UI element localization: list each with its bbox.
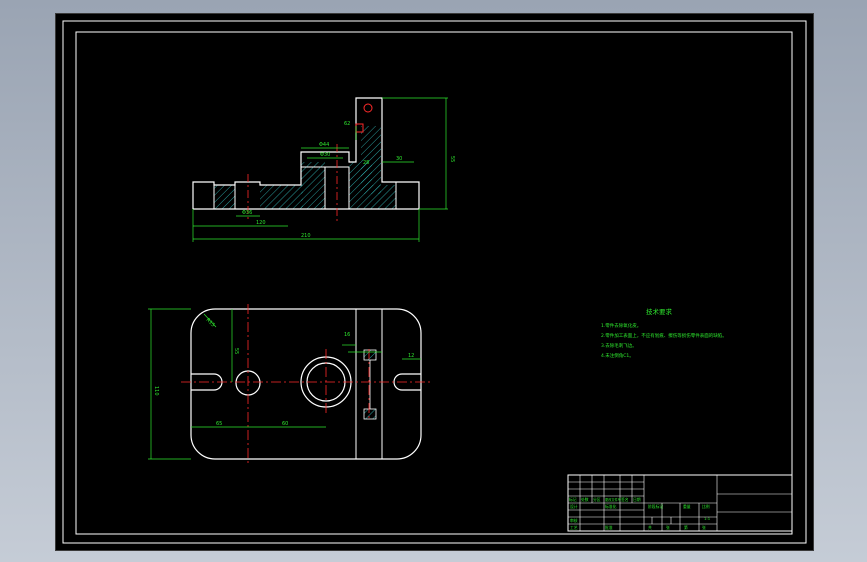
upright-hatch-bottom [363, 408, 377, 420]
dim-plan-width: 110 [153, 386, 159, 396]
tech-req-item-2: 2.零件加工表面上，不应有划痕、擦伤等损伤零件表面的缺陷。 [601, 332, 727, 339]
tb-approve: 批准 [605, 525, 613, 530]
title-block: 标记 处数 分区 更改文件号 签名 日期 设计 标准化 审核 工艺 批准 阶段标… [567, 474, 793, 532]
dim-bore-inner: Φ30 [320, 152, 330, 158]
dim-slot: 62 [344, 121, 350, 127]
pin-hole [363, 103, 373, 113]
tb-mark: 标记 [569, 497, 577, 502]
tb-zone: 分区 [593, 497, 601, 502]
technical-requirements: 技术要求 1.零件去除氧化皮。 2.零件加工表面上，不应有划痕、擦伤等损伤零件表… [601, 307, 727, 359]
section-dimensions [192, 97, 448, 242]
tb-design: 设计 [570, 504, 578, 509]
tb-scale: 比例 [702, 504, 710, 509]
tb-page-1: 张 [666, 525, 670, 530]
tb-scale-value: 1:1 [704, 516, 711, 521]
outer-border [62, 20, 807, 544]
tech-req-item-4: 4.未注倒角C1。 [601, 352, 634, 359]
inner-border [75, 31, 793, 535]
dim-plan-half-width: 55 [233, 348, 239, 354]
dim-plan-left-offset: 65 [216, 421, 222, 427]
tb-date: 日期 [633, 497, 641, 502]
section-outline [192, 97, 420, 210]
dim-small: 28 [363, 160, 369, 166]
tech-req-item-3: 3.去除毛刺飞边。 [601, 342, 637, 349]
dim-plan-radius: R15 [205, 317, 216, 328]
tb-count: 处数 [581, 497, 589, 502]
dim-plan-wall: 16 [344, 332, 350, 338]
cad-viewport[interactable]: 55 210 120 Φ36 Φ44 Φ30 28 30 62 [55, 13, 814, 551]
tech-req-item-1: 1.零件去除氧化皮。 [601, 322, 641, 329]
tb-weight: 重量 [683, 504, 691, 509]
tb-process: 工艺 [570, 525, 578, 530]
dim-bore-outer: Φ44 [319, 142, 329, 148]
plan-outline [190, 308, 422, 460]
dim-length-mid: 120 [256, 220, 266, 226]
plan-dimensions [148, 308, 421, 460]
hatch-upright [361, 126, 381, 194]
slot-right-end [393, 373, 421, 391]
tb-standard: 标准化 [605, 504, 617, 509]
tb-page-2: 张 [702, 525, 706, 530]
engineering-drawing: 55 210 120 Φ36 Φ44 Φ30 28 30 62 [62, 20, 807, 544]
hatch-left-block [214, 185, 235, 209]
tb-check: 审核 [570, 518, 578, 523]
tb-change-doc: 更改文件号 [605, 497, 621, 502]
hatch-raised-left [301, 162, 325, 209]
hatch-mid-block [260, 185, 303, 209]
dim-bottom-inner: Φ36 [242, 210, 252, 216]
dim-plan-slot-width: 12 [408, 353, 414, 359]
upright-hatch-top [363, 349, 377, 361]
dim-length-total: 210 [301, 233, 311, 239]
dim-height: 55 [449, 156, 455, 162]
plan-view: 110 55 R15 65 60 12 16 [148, 304, 431, 464]
tech-req-title: 技术要求 [646, 307, 673, 316]
tb-sheet: 第 [684, 525, 688, 530]
tb-stage: 阶段标记 [648, 504, 663, 509]
tb-sheets: 共 [648, 525, 652, 530]
dim-plan-center-dist: 60 [282, 421, 288, 427]
section-view: 55 210 120 Φ36 Φ44 Φ30 28 30 62 [192, 97, 455, 242]
tb-signature: 签名 [621, 497, 629, 502]
hatch-right-block [372, 185, 396, 209]
dim-right: 30 [396, 156, 402, 162]
